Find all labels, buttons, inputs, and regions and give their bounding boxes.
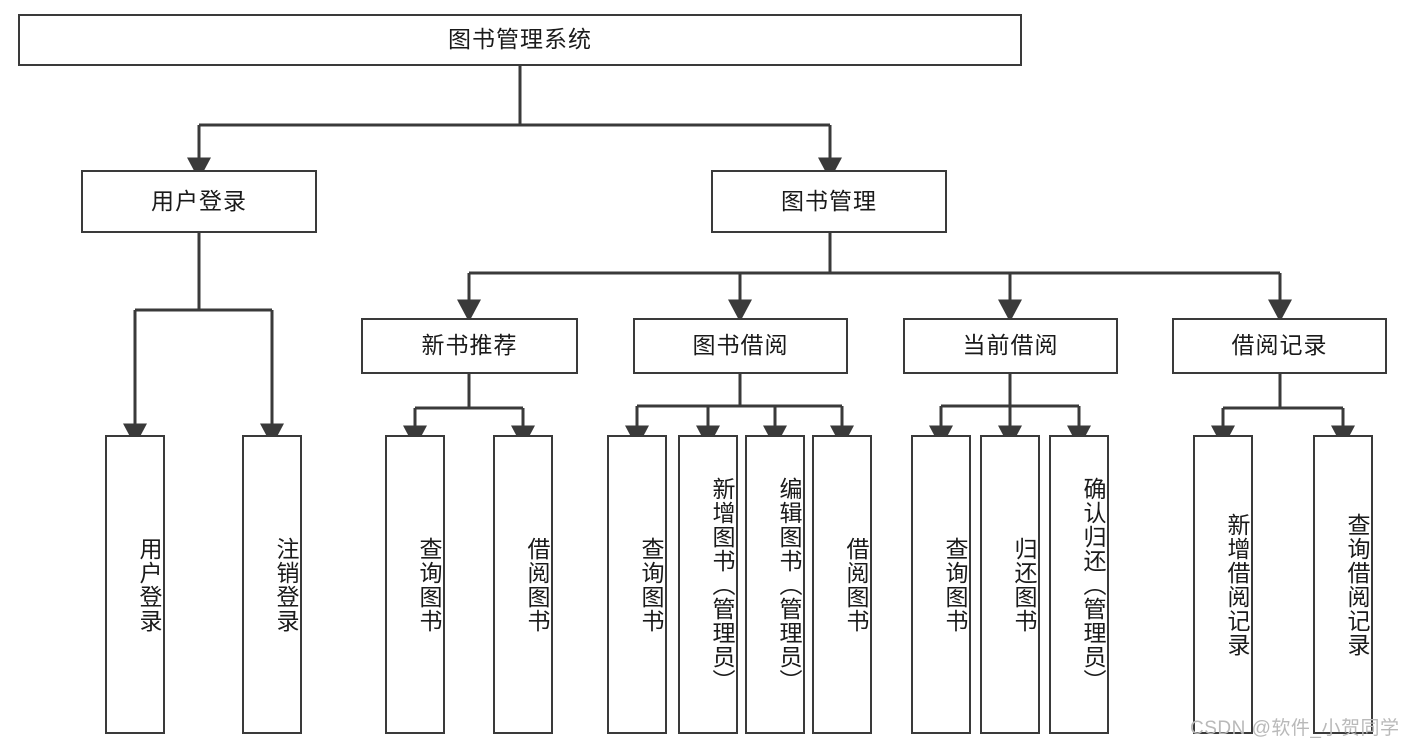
- node-leaf-query-record-label: 查询借阅记录: [1344, 512, 1370, 657]
- node-leaf-return-book[interactable]: 归还图书: [980, 435, 1040, 734]
- node-current-borrow-label: 当前借阅: [962, 332, 1059, 359]
- node-leaf-add-record[interactable]: 新增借阅记录: [1193, 435, 1253, 734]
- connector-borrow-record-to-leaves: [1211, 374, 1355, 448]
- node-leaf-confirm-return[interactable]: 确认归还（管理员）: [1049, 435, 1109, 734]
- node-leaf-edit-book-label: 编辑图书（管理员）: [776, 476, 802, 693]
- node-leaf-query-book-3[interactable]: 查询图书: [911, 435, 971, 734]
- node-leaf-query-book-1[interactable]: 查询图书: [385, 435, 445, 734]
- node-leaf-query-book-3-label: 查询图书: [942, 536, 968, 633]
- connector-root-to-level2: [187, 66, 842, 180]
- connector-current-borrow-to-leaves: [929, 374, 1091, 448]
- node-leaf-user-logout[interactable]: 注销登录: [242, 435, 302, 734]
- node-leaf-add-book[interactable]: 新增图书（管理员）: [678, 435, 738, 734]
- node-leaf-add-record-label: 新增借阅记录: [1224, 512, 1250, 657]
- csdn-watermark: CSDN @软件_小贺同学: [1190, 718, 1400, 739]
- node-book-management[interactable]: 图书管理: [711, 170, 947, 233]
- node-leaf-user-login[interactable]: 用户登录: [105, 435, 165, 734]
- node-leaf-user-logout-label: 注销登录: [273, 536, 299, 633]
- node-leaf-edit-book[interactable]: 编辑图书（管理员）: [745, 435, 805, 734]
- node-borrow-record[interactable]: 借阅记录: [1172, 318, 1387, 374]
- node-user-login[interactable]: 用户登录: [81, 170, 317, 233]
- node-user-login-label: 用户登录: [151, 187, 247, 214]
- node-new-book-recommend[interactable]: 新书推荐: [361, 318, 578, 374]
- node-leaf-return-book-label: 归还图书: [1011, 536, 1037, 633]
- connector-book-management-to-level3: [457, 233, 1292, 322]
- node-leaf-borrow-book-1-label: 借阅图书: [524, 536, 550, 633]
- node-leaf-query-book-2[interactable]: 查询图书: [607, 435, 667, 734]
- node-leaf-query-record[interactable]: 查询借阅记录: [1313, 435, 1373, 734]
- node-root-label: 图书管理系统: [448, 26, 592, 53]
- node-root[interactable]: 图书管理系统: [18, 14, 1022, 66]
- node-borrow-record-label: 借阅记录: [1231, 332, 1328, 359]
- connector-book-borrow-to-leaves: [625, 374, 854, 448]
- node-new-book-recommend-label: 新书推荐: [421, 332, 518, 359]
- node-leaf-borrow-book-1[interactable]: 借阅图书: [493, 435, 553, 734]
- node-leaf-confirm-return-label: 确认归还（管理员）: [1080, 476, 1106, 693]
- node-current-borrow[interactable]: 当前借阅: [903, 318, 1118, 374]
- node-leaf-add-book-label: 新增图书（管理员）: [709, 476, 735, 693]
- connector-new-book-recommend-to-leaves: [403, 374, 535, 448]
- node-book-management-label: 图书管理: [781, 187, 877, 214]
- node-leaf-user-login-label: 用户登录: [136, 536, 162, 633]
- node-leaf-query-book-2-label: 查询图书: [638, 536, 664, 633]
- node-leaf-borrow-book-2-label: 借阅图书: [843, 536, 869, 633]
- node-leaf-query-book-1-label: 查询图书: [416, 536, 442, 633]
- node-leaf-borrow-book-2[interactable]: 借阅图书: [812, 435, 872, 734]
- connector-user-login-to-leaves: [123, 233, 284, 446]
- node-book-borrow-label: 图书借阅: [692, 332, 789, 359]
- node-book-borrow[interactable]: 图书借阅: [633, 318, 848, 374]
